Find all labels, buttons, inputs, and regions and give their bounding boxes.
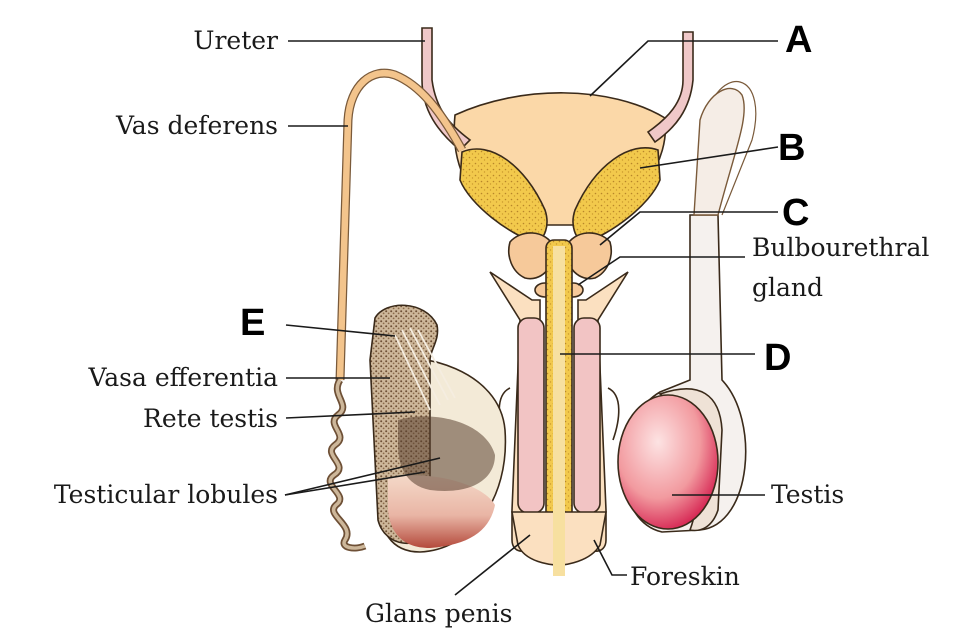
right-testis [617, 394, 719, 530]
leader-a [589, 40, 778, 97]
foreskin-right [607, 387, 620, 441]
letter-d: D [764, 337, 791, 379]
label-ureter: Ureter [193, 26, 278, 55]
leader-testicular-lobules-2 [284, 471, 426, 496]
leader-bulbourethral [577, 256, 745, 286]
label-vas-deferens: Vas deferens [115, 111, 278, 140]
corpus-cavernosum-right [573, 317, 601, 514]
leader-e [285, 324, 396, 337]
right-seminal-vesicle [572, 147, 661, 243]
leader-glans-penis [454, 534, 531, 596]
letter-b: B [778, 127, 805, 169]
leader-b [639, 146, 779, 169]
label-vasa-efferentia: Vasa efferentia [88, 363, 279, 392]
coiled-vas-deferens [326, 378, 367, 552]
label-bulbourethral: Bulbourethral [752, 233, 929, 262]
letter-a: A [785, 19, 812, 61]
right-ureter [646, 31, 694, 144]
letter-e: E [240, 302, 265, 344]
label-foreskin: Foreskin [630, 562, 740, 591]
urethra-lumen [553, 246, 565, 576]
leader-testicular-lobules-1 [284, 457, 441, 496]
leader-c [599, 211, 778, 246]
corpus-cavernosum-left [517, 317, 545, 514]
label-testicular-lobules: Testicular lobules [54, 480, 278, 509]
label-rete-testis: Rete testis [143, 404, 278, 433]
left-testis-lower [388, 475, 495, 548]
label-gland: gland [752, 273, 823, 302]
label-glans-penis: Glans penis [365, 599, 512, 628]
leader-rete-testis [285, 411, 416, 419]
right-vas-tube [693, 87, 745, 216]
leader-foreskin [593, 539, 627, 576]
letter-c: C [782, 192, 809, 234]
label-testis: Testis [771, 480, 844, 509]
vasa-efferentia-lines [394, 327, 456, 411]
left-seminal-vesicle [459, 148, 548, 243]
